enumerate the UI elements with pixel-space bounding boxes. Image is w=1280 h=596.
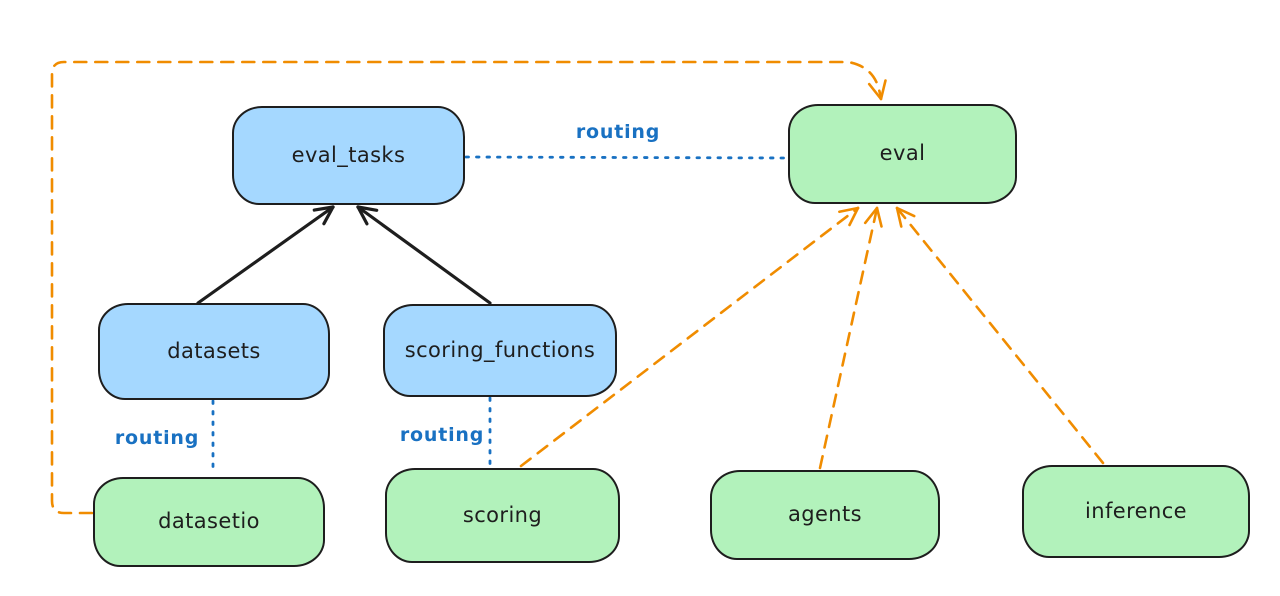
arrowhead-datasets-to-eval_tasks xyxy=(322,205,335,226)
edge-inference-to-eval xyxy=(895,206,1105,465)
arrowhead-agents-to-eval xyxy=(863,206,879,225)
arrowhead-datasets-to-eval_tasks xyxy=(312,205,335,212)
edge-datasets-to-eval_tasks xyxy=(196,205,335,305)
arrowhead-scoring-to-eval xyxy=(838,206,860,214)
edge-label-routing: routing xyxy=(576,121,660,143)
edge-datasetio-to-eval-loop xyxy=(50,60,883,515)
arrowhead-datasetio-to-eval-loop xyxy=(879,79,887,101)
arrowhead-scoring-to-eval xyxy=(848,206,860,227)
arrowhead-scoring_functions-to-eval_tasks xyxy=(356,205,369,226)
arrowhead-datasetio-to-eval-loop xyxy=(867,82,883,101)
edge-scoring_functions-to-eval_tasks xyxy=(356,205,492,305)
edge-eval_tasks-to-eval-routing xyxy=(464,155,788,160)
arrowhead-inference-to-eval xyxy=(895,206,903,228)
edge-agents-to-eval xyxy=(818,206,879,470)
arrowhead-inference-to-eval xyxy=(895,206,916,218)
edge-label-routing: routing xyxy=(115,427,199,449)
arrowhead-agents-to-eval xyxy=(875,206,883,228)
edge-label-routing: routing xyxy=(400,424,484,446)
arrowhead-scoring_functions-to-eval_tasks xyxy=(356,205,379,212)
edge-scoring-to-eval xyxy=(519,206,860,468)
